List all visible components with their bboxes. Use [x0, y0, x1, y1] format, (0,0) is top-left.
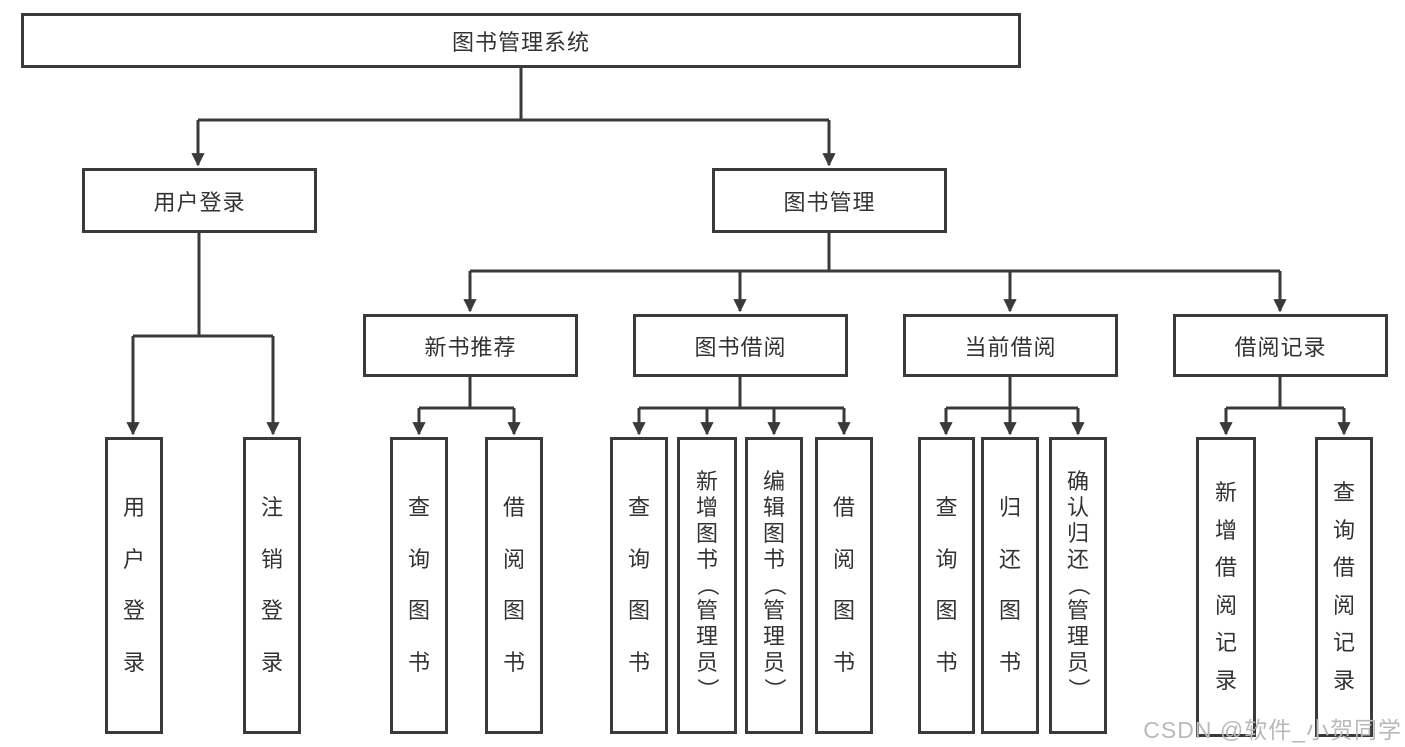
leaf-borrow-books: 借阅图书: [815, 437, 873, 734]
leaf-user-login: 用户登录: [105, 437, 163, 734]
leaf-return-books: 归还图书: [981, 437, 1039, 734]
leaf-query-books-recommend: 查询图书: [390, 437, 448, 734]
node-root-system: 图书管理系统: [21, 13, 1021, 68]
leaf-query-books-borrow: 查询图书: [610, 437, 668, 734]
leaf-query-books-current: 查询图书: [918, 437, 975, 734]
node-book-borrow: 图书借阅: [633, 314, 848, 377]
leaf-add-borrow-record: 新增借阅记录: [1196, 437, 1256, 737]
leaf-add-books-admin: 新增图书（管理员）: [677, 437, 737, 734]
csdn-watermark: CSDN @软件_小贺同学: [1143, 717, 1402, 743]
node-new-book-recommend: 新书推荐: [363, 314, 578, 377]
leaf-borrow-books-recommend: 借阅图书: [485, 437, 543, 734]
leaf-confirm-return-admin: 确认归还（管理员）: [1049, 437, 1107, 734]
leaf-query-borrow-record: 查询借阅记录: [1315, 437, 1373, 737]
node-borrow-records: 借阅记录: [1173, 314, 1388, 377]
node-current-borrow: 当前借阅: [903, 314, 1118, 377]
node-book-management: 图书管理: [712, 168, 947, 233]
leaf-logout: 注销登录: [243, 437, 301, 734]
leaf-edit-books-admin: 编辑图书（管理员）: [745, 437, 803, 734]
node-user-login: 用户登录: [82, 168, 317, 233]
